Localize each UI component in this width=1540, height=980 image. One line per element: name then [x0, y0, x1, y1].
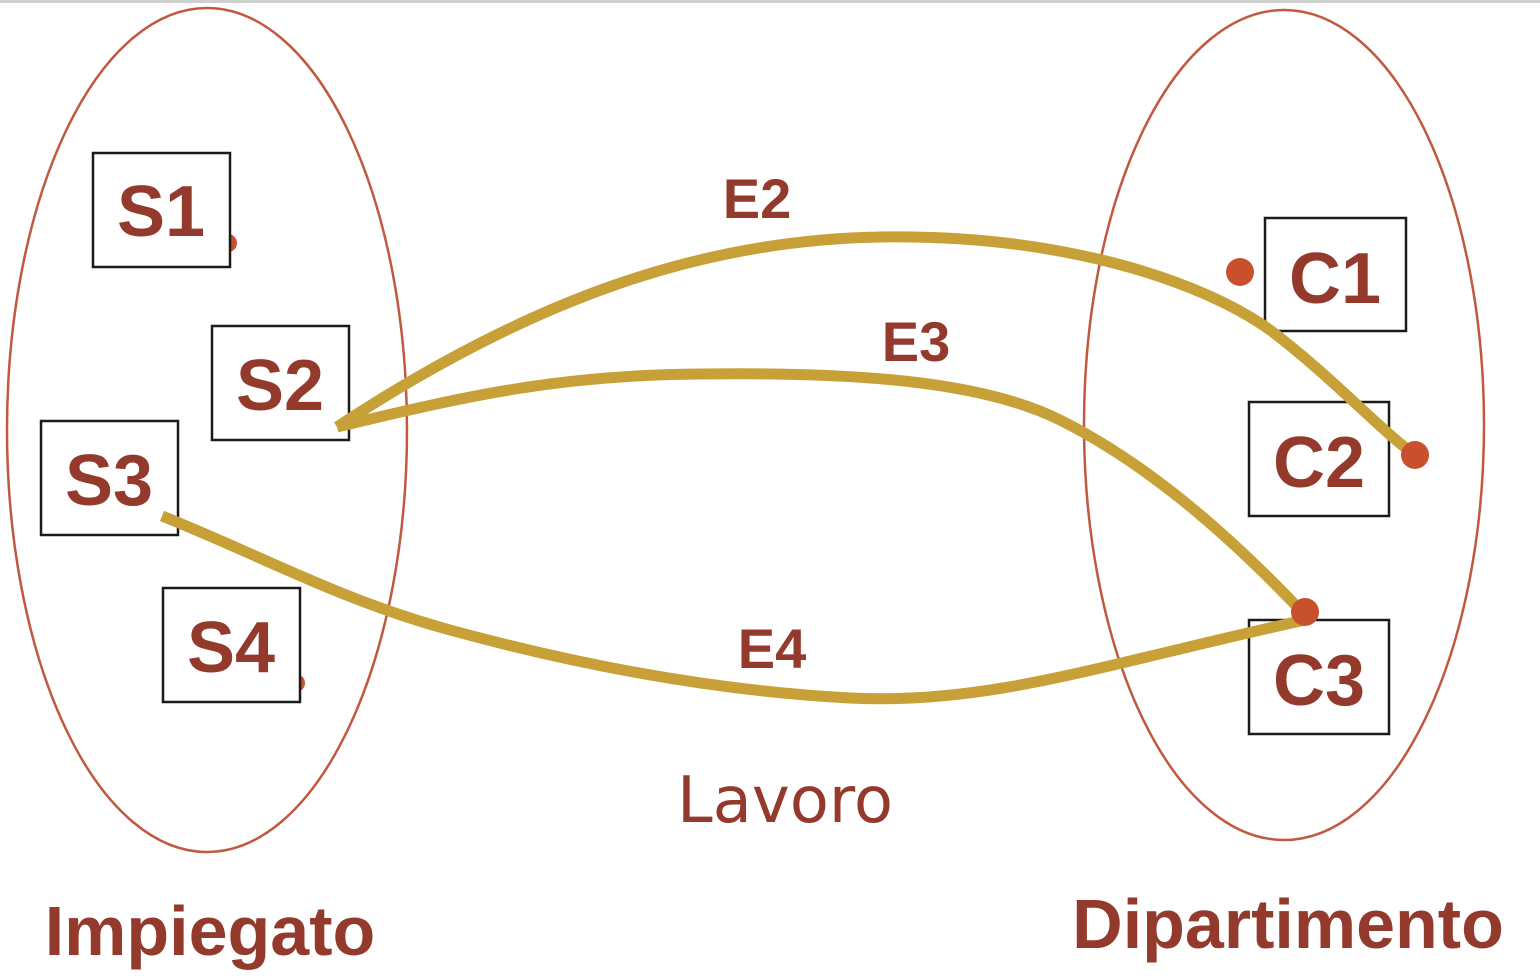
- c1-point: [1226, 258, 1254, 286]
- svg-text:C3: C3: [1273, 641, 1365, 721]
- svg-text:C1: C1: [1289, 239, 1381, 319]
- svg-text:C2: C2: [1273, 423, 1365, 503]
- element-s1: S1: [91, 151, 232, 269]
- edge-e2-label: E2: [723, 167, 792, 230]
- relationship-label: Lavoro: [677, 764, 893, 838]
- element-s2: S2: [210, 324, 351, 442]
- svg-text:S2: S2: [236, 346, 324, 426]
- dipartimento-set-ellipse: [1082, 8, 1486, 842]
- edge-e4-line: [159, 510, 1307, 705]
- edge-e2-line: [333, 231, 1419, 460]
- impiegato-label: Impiegato: [45, 892, 376, 970]
- svg-text:S4: S4: [187, 608, 275, 688]
- edge-e3-line: [335, 368, 1309, 619]
- element-c3: C3: [1247, 618, 1391, 736]
- c2-point: [1401, 441, 1429, 469]
- edge-e4-label: E4: [738, 617, 807, 680]
- element-s3: S3: [39, 419, 180, 537]
- element-s4: S4: [161, 586, 302, 704]
- svg-text:S1: S1: [117, 172, 205, 252]
- impiegato-set-ellipse: [5, 6, 409, 854]
- top-border: [0, 0, 1540, 3]
- element-c2: C2: [1247, 400, 1391, 518]
- element-c1: C1: [1263, 216, 1408, 333]
- edge-e3-label: E3: [882, 310, 951, 373]
- svg-text:S3: S3: [65, 441, 153, 521]
- c3-point: [1291, 598, 1319, 626]
- dipartimento-label: Dipartimento: [1072, 885, 1504, 963]
